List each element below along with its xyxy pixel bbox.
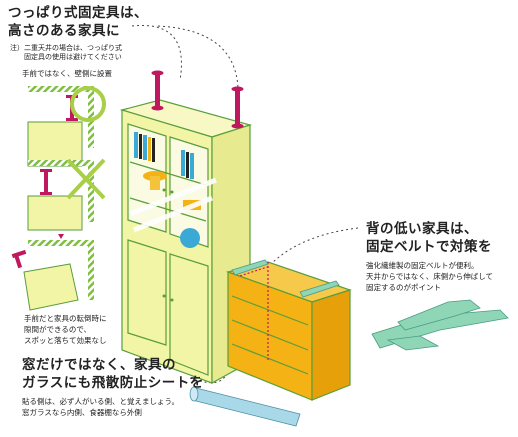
glass-film-heading-line1: 窓だけではなく、家具の [22, 357, 176, 373]
left-panel-good [27, 86, 106, 167]
caution-note-line1: 注）二重天井の場合は、つっぱり式 [10, 44, 122, 52]
belt-note-line2: 天井からではなく、床側から伸ばして [366, 272, 494, 281]
left-panel-fall [11, 240, 94, 311]
front-side-note-line3: スポッと落ちて効果なし [24, 336, 107, 345]
tension-rods [151, 70, 244, 129]
left-panel-bad [27, 158, 106, 231]
low-furniture-heading-line1: 背の低い家具は、 [366, 221, 478, 237]
glass-film-stripes [129, 177, 217, 233]
belt-note-line1: 強化繊維製の固定ベルトが便利。 [366, 261, 479, 270]
arrow-down-icon [58, 234, 64, 239]
rolled-film [189, 386, 301, 427]
belt-product [371, 299, 509, 351]
tension-rod-heading-line2: 高さのある家具に [8, 23, 120, 39]
glass-film-note-line1: 貼る側は、必ず人がいる側、と覚えましょう。 [22, 397, 180, 406]
belt-note-line3: 固定するのがポイント [366, 283, 441, 292]
glass-film-note-line2: 窓ガラスなら内側、食器棚なら外側 [22, 408, 142, 417]
low-drawer-cabinet [225, 261, 352, 401]
fixing-belts [231, 259, 340, 298]
front-side-note-line2: 隙間ができるので、 [24, 325, 92, 334]
caution-note-line2: 固定具の使用は避けてください [10, 53, 122, 61]
tension-rod-heading-line1: つっぱり式固定具は、 [8, 5, 148, 21]
front-side-note-line1: 手前だと家具の転倒時に [24, 314, 107, 323]
wall-side-note: 手前ではなく、壁側に設置 [22, 69, 112, 78]
glass-film-heading-line2: ガラスにも飛散防止シートを [22, 375, 204, 391]
low-furniture-heading-line2: 固定ベルトで対策を [366, 239, 492, 255]
